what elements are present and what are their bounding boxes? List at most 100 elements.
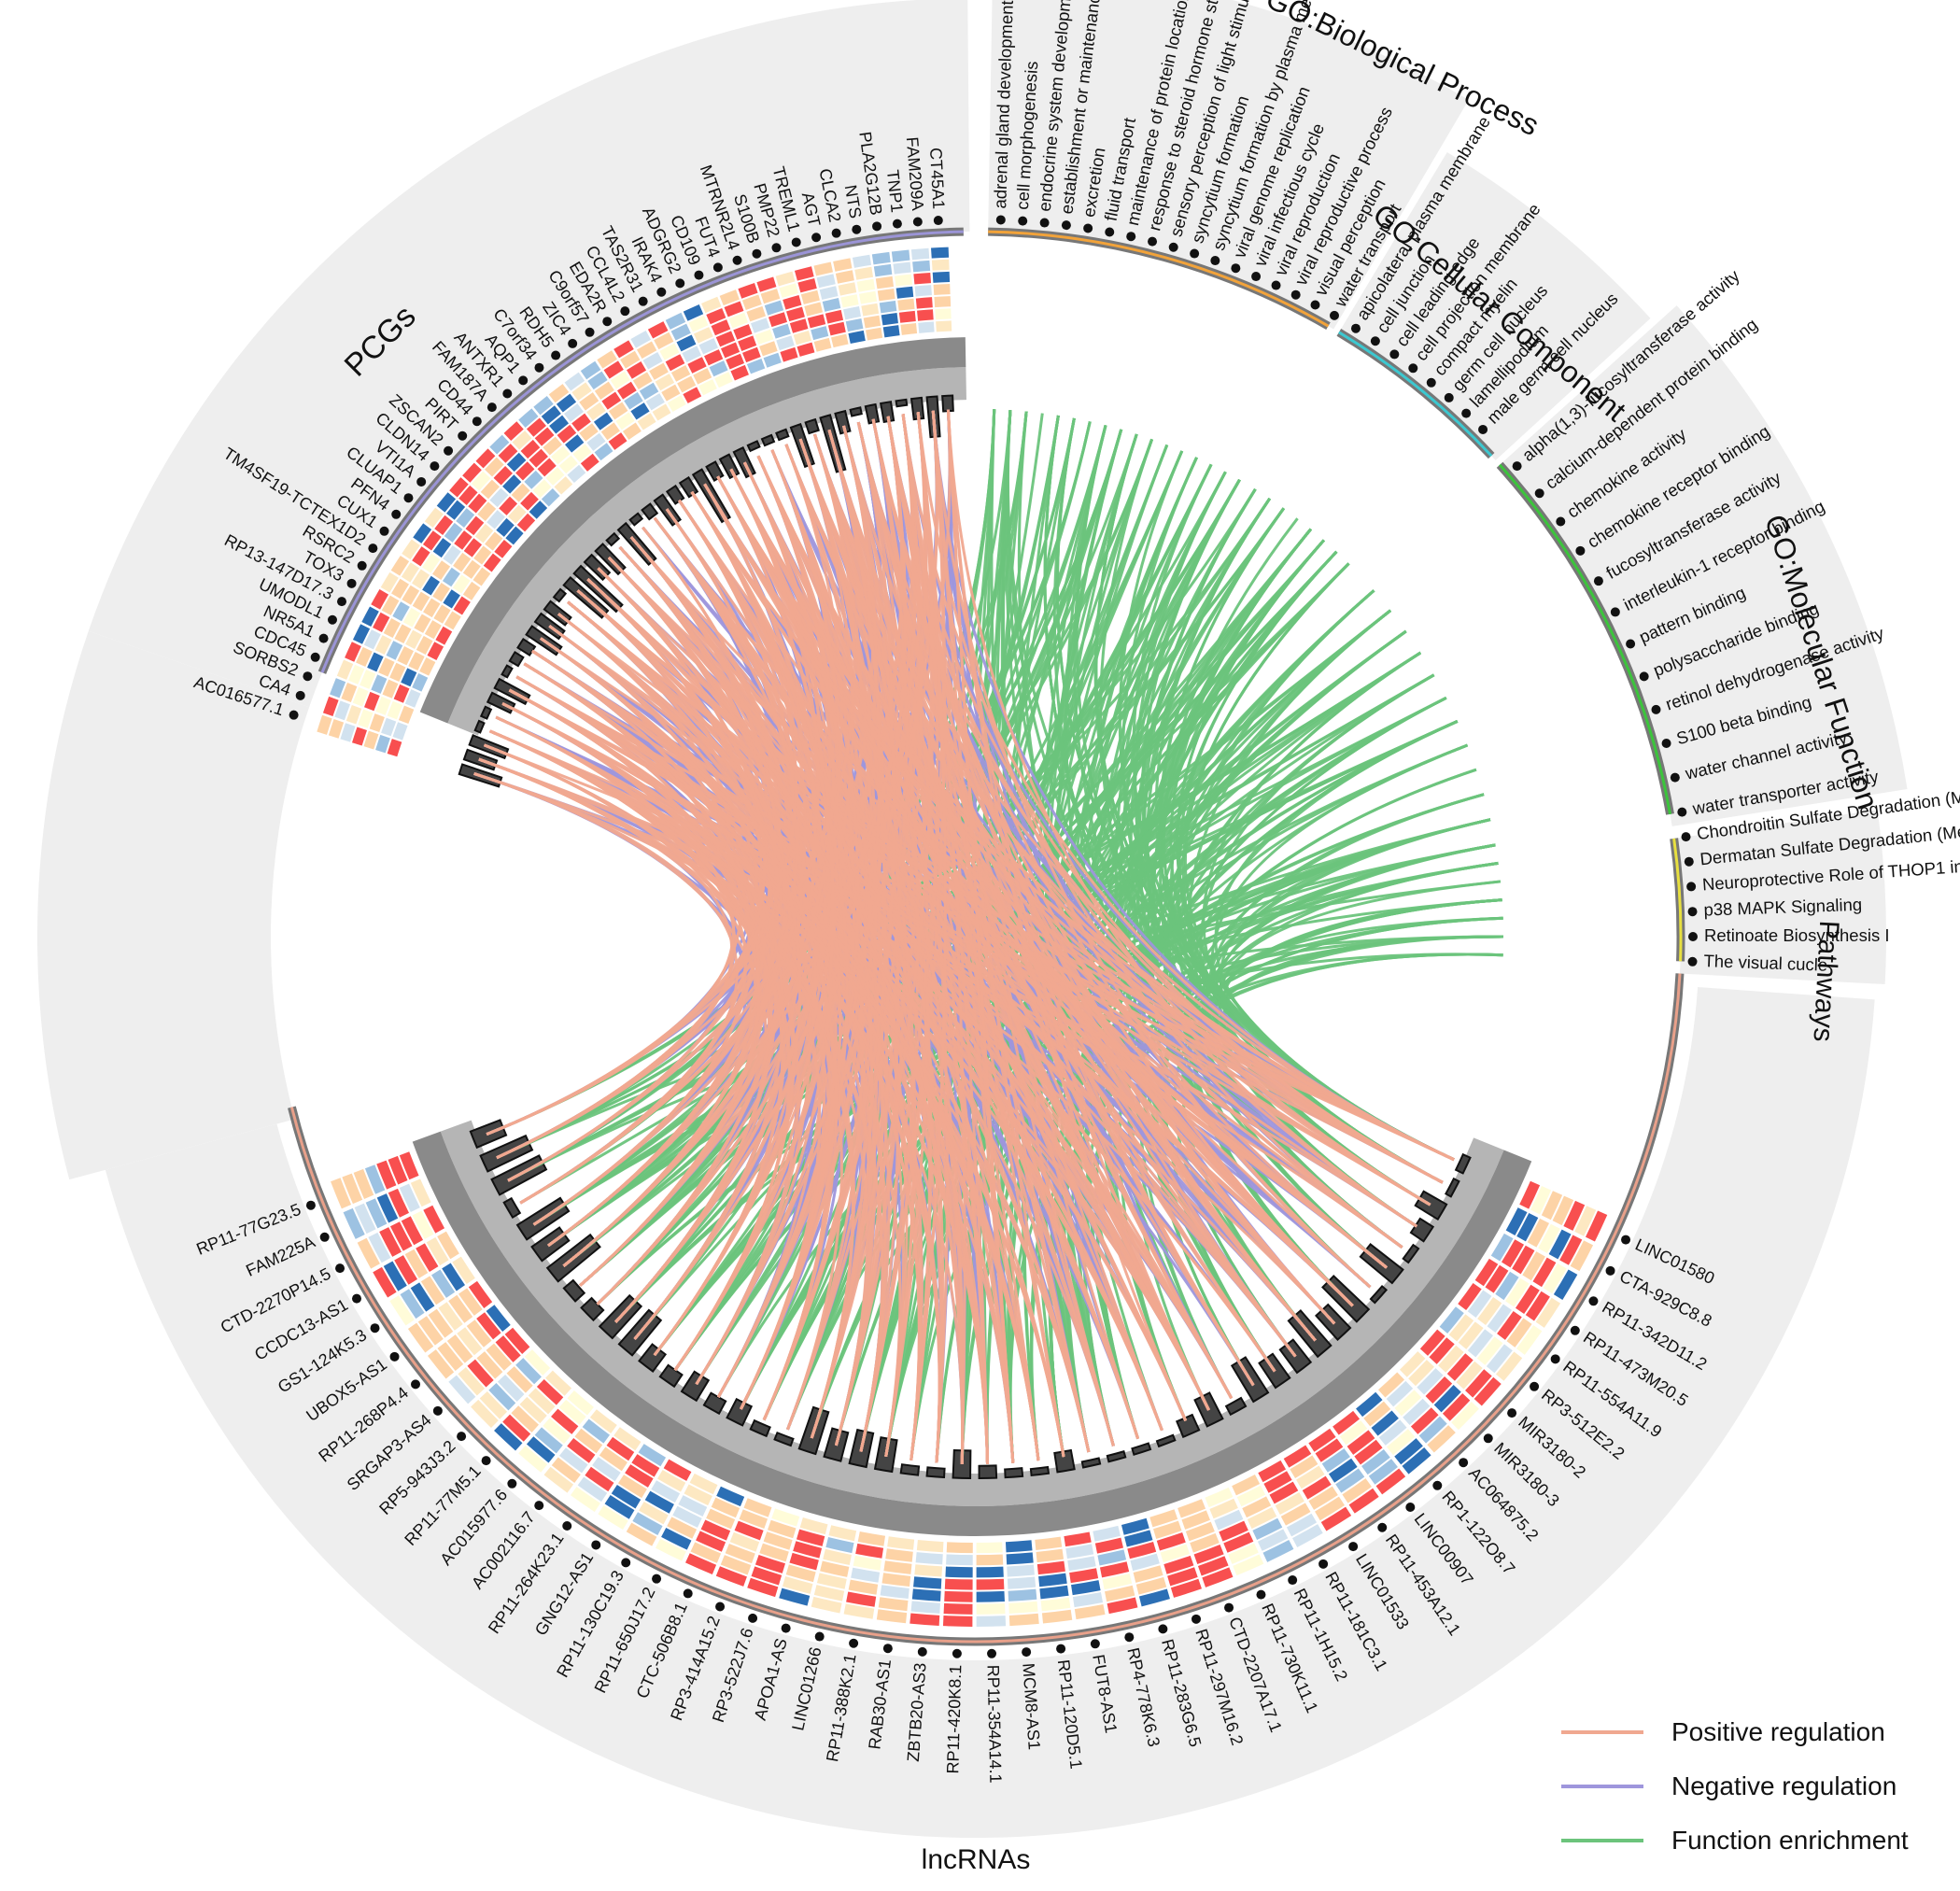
heat-cell-lnc xyxy=(1160,1544,1191,1563)
heat-cell-pcg xyxy=(719,289,740,306)
heat-cell-lnc xyxy=(1342,1478,1372,1503)
heat-cell-pcg xyxy=(593,412,613,430)
heat-cell-lnc xyxy=(651,1480,681,1503)
heat-cell-lnc xyxy=(1516,1212,1539,1242)
heat-cell-pcg xyxy=(843,306,862,320)
heat-cell-pcg xyxy=(375,696,391,715)
label-dot-mf xyxy=(1677,807,1687,817)
heat-cell-pcg xyxy=(571,413,591,432)
heat-cell-lnc xyxy=(1512,1245,1535,1275)
label-dot-pcg xyxy=(346,578,357,588)
bar-lnc xyxy=(1454,1152,1472,1175)
heat-cell-lnc xyxy=(1563,1200,1586,1231)
label-dot-pcg xyxy=(675,278,685,289)
heat-cell-lnc xyxy=(678,1495,708,1517)
heat-cell-lnc xyxy=(1097,1549,1127,1566)
heat-cell-lnc xyxy=(943,1602,973,1615)
heat-cell-pcg xyxy=(565,434,585,453)
heat-cell-lnc xyxy=(754,1554,785,1573)
link-positive-regulation xyxy=(871,418,1317,1342)
heat-cell-pcg xyxy=(432,560,451,580)
heat-cell-lnc xyxy=(1041,1609,1073,1624)
heat-cell-lnc xyxy=(1570,1240,1594,1272)
heat-cell-pcg xyxy=(893,261,911,275)
heat-cell-pcg xyxy=(402,539,420,560)
heat-cell-pcg xyxy=(840,294,859,308)
heat-cell-pcg xyxy=(856,278,876,292)
heat-cell-pcg xyxy=(797,342,815,357)
bar-lnc xyxy=(899,1463,921,1476)
heat-cell-pcg xyxy=(387,700,403,720)
heat-cell-pcg xyxy=(371,674,388,694)
heat-cell-lnc xyxy=(916,1540,944,1553)
heat-cell-pcg xyxy=(381,595,400,615)
bar-pcg xyxy=(760,433,776,447)
heat-cell-lnc xyxy=(1290,1455,1318,1478)
heat-cell-lnc xyxy=(585,1466,614,1492)
link-positive-regulation xyxy=(946,409,1015,1463)
heat-cell-lnc xyxy=(1315,1496,1346,1521)
heat-cell-pcg xyxy=(804,302,824,317)
link-positive-regulation xyxy=(607,557,923,1461)
heat-cell-pcg xyxy=(622,422,642,440)
bar-pcg xyxy=(665,484,685,505)
label-dot-pcg xyxy=(694,270,704,280)
heat-cell-lnc xyxy=(476,1312,501,1340)
heat-cell-pcg xyxy=(677,375,697,393)
heat-cell-lnc xyxy=(1485,1264,1509,1293)
heat-cell-pcg xyxy=(615,412,635,430)
link-positive-regulation xyxy=(798,438,1234,1399)
heat-cell-pcg xyxy=(358,709,374,728)
heat-cell-pcg xyxy=(391,578,410,600)
heat-cell-pcg xyxy=(830,333,849,348)
label-dot-pcg xyxy=(912,217,923,227)
heat-cell-lnc xyxy=(606,1436,635,1461)
link-positive-regulation xyxy=(531,649,1210,1411)
heat-cell-lnc xyxy=(354,1203,376,1235)
heat-cell-lnc xyxy=(1427,1425,1456,1453)
link-positive-regulation xyxy=(562,438,854,1267)
heat-cell-lnc xyxy=(632,1512,663,1535)
heat-cell-pcg xyxy=(580,453,599,472)
heat-cell-pcg xyxy=(701,296,722,314)
heat-cell-pcg xyxy=(445,500,466,520)
heat-cell-pcg xyxy=(549,415,570,434)
heat-cell-lnc xyxy=(1456,1361,1483,1390)
heat-cell-lnc xyxy=(785,1564,816,1583)
heat-cell-lnc xyxy=(1197,1556,1229,1576)
bar-pcg xyxy=(804,417,820,435)
heat-cell-lnc xyxy=(1354,1439,1383,1465)
heat-cell-pcg xyxy=(502,474,522,494)
heat-cell-pcg xyxy=(422,575,440,596)
heat-cell-pcg xyxy=(594,381,614,400)
label-dot-bp xyxy=(1083,223,1093,233)
heat-cell-lnc xyxy=(506,1366,533,1393)
heat-cell-lnc xyxy=(457,1327,483,1356)
heat-cell-lnc xyxy=(1252,1517,1283,1540)
heat-cell-pcg xyxy=(532,479,552,499)
heat-cell-pcg xyxy=(866,327,883,341)
bar-pcg xyxy=(775,428,790,442)
heat-cell-lnc xyxy=(497,1375,525,1402)
heat-cell-pcg xyxy=(780,346,798,362)
label-dot-bp xyxy=(1190,248,1200,259)
bar-lnc xyxy=(1369,1284,1389,1305)
bar-lnc xyxy=(1409,1217,1435,1243)
label-dot-mf xyxy=(1512,461,1522,472)
heat-cell-pcg xyxy=(793,330,811,346)
heat-cell-pcg xyxy=(477,501,497,521)
heat-cell-lnc xyxy=(1403,1398,1431,1426)
heat-cell-pcg xyxy=(597,350,617,369)
heat-cell-pcg xyxy=(363,629,381,650)
heat-cell-pcg xyxy=(835,270,854,284)
label-dot-bp xyxy=(1271,280,1281,290)
heat-cell-pcg xyxy=(783,294,802,310)
link-positive-regulation xyxy=(486,491,798,1136)
heat-cell-pcg xyxy=(443,589,460,609)
heat-cell-pcg xyxy=(915,297,933,309)
heat-cell-lnc xyxy=(1258,1460,1287,1483)
heat-cell-lnc xyxy=(684,1484,712,1506)
heat-cell-pcg xyxy=(913,272,932,285)
heat-cell-pcg xyxy=(579,423,599,442)
heat-cell-lnc xyxy=(1232,1475,1261,1496)
